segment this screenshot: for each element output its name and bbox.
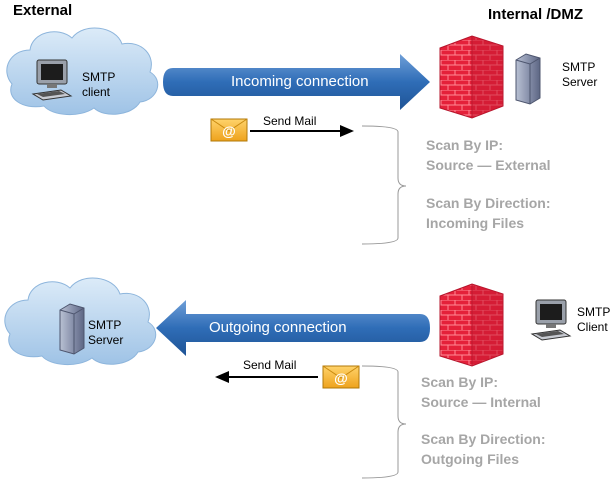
- scan-line: Scan By Direction:: [421, 431, 546, 447]
- scan-by-direction-text: Scan By Direction: Incoming Files: [426, 193, 550, 233]
- incoming-connection-arrow: [163, 54, 430, 110]
- envelope-icon: @: [322, 365, 360, 389]
- send-mail-label: Send Mail: [243, 358, 297, 372]
- svg-text:@: @: [222, 123, 236, 139]
- envelope-icon: @: [210, 118, 248, 142]
- label-line: Client: [577, 320, 608, 334]
- label-line: Server: [88, 333, 124, 347]
- smtp-client-label: SMTP client: [82, 70, 115, 100]
- scan-by-ip-text: Scan By IP: Source — External: [426, 135, 551, 175]
- internal-dmz-heading: Internal /DMZ: [488, 6, 584, 23]
- outgoing-connection-label: Outgoing connection: [209, 319, 347, 336]
- label-line: SMTP: [577, 305, 611, 319]
- svg-text:@: @: [334, 370, 348, 386]
- scan-line: Scan By IP:: [421, 374, 499, 390]
- smtp-server-label: SMTP Server: [88, 318, 123, 348]
- smtp-server-label: SMTP Server: [562, 60, 597, 90]
- computer-icon: [530, 299, 572, 341]
- outgoing-connection-arrow: [156, 300, 430, 356]
- send-mail-arrow: [250, 125, 354, 137]
- computer-icon: [31, 59, 73, 101]
- scan-by-ip-text: Scan By IP: Source — Internal: [421, 372, 541, 412]
- incoming-connection-label: Incoming connection: [231, 73, 369, 90]
- firewall-icon: [439, 35, 504, 119]
- smtp-client-label: SMTP Client: [577, 305, 610, 335]
- label-line: SMTP: [88, 318, 122, 332]
- scan-line: Source — Internal: [421, 394, 541, 410]
- scan-by-direction-text: Scan By Direction: Outgoing Files: [421, 429, 545, 469]
- label-line: SMTP: [562, 60, 596, 74]
- server-icon: [59, 303, 85, 355]
- external-heading: External: [13, 2, 73, 19]
- scan-bracket: [361, 125, 407, 245]
- scan-line: Source — External: [426, 157, 551, 173]
- server-icon: [515, 53, 541, 105]
- scan-bracket: [361, 365, 407, 479]
- scan-line: Scan By IP:: [426, 137, 504, 153]
- send-mail-label: Send Mail: [263, 114, 317, 128]
- scan-line: Incoming Files: [426, 215, 525, 231]
- label-line: Server: [562, 75, 598, 89]
- firewall-icon: [439, 283, 504, 367]
- send-mail-arrow: [215, 371, 318, 383]
- scan-line: Outgoing Files: [421, 451, 519, 467]
- label-line: SMTP: [82, 70, 116, 84]
- label-line: client: [82, 85, 111, 99]
- scan-line: Scan By Direction:: [426, 195, 551, 211]
